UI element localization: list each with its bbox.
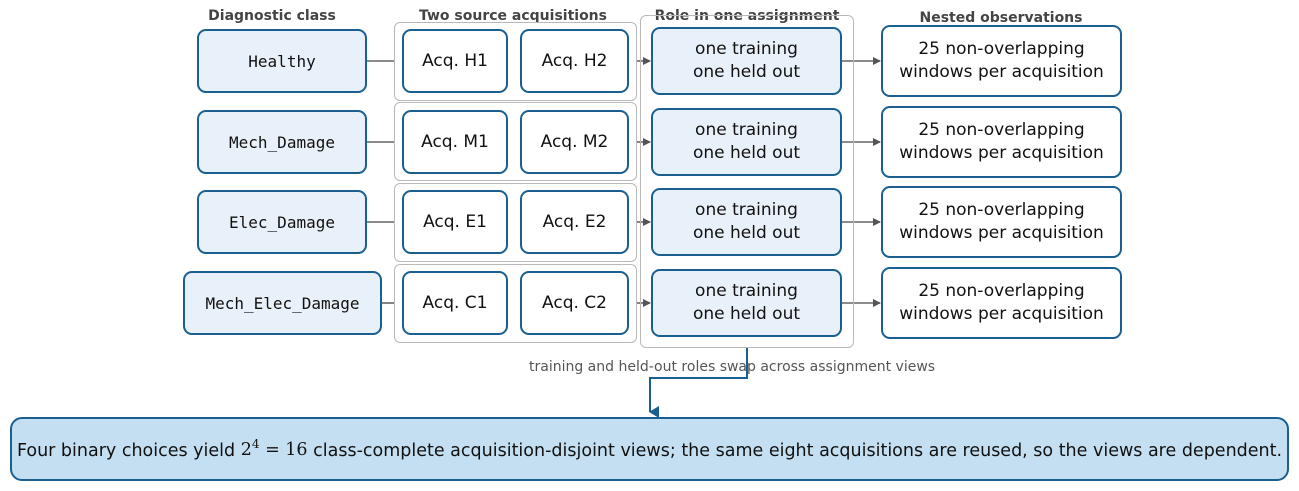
class-box-elec-damage: Elec_Damage (197, 190, 367, 254)
role-held-out-label: one held out (692, 62, 801, 82)
class-box-mech-damage: Mech_Damage (197, 110, 367, 174)
observations-count-label: 25 non-overlapping (918, 39, 1085, 59)
role-training-label: one training (695, 120, 798, 140)
acquisition-box-e1: Acq. E1 (402, 190, 508, 254)
acquisition-box-c1: Acq. C1 (402, 271, 508, 335)
role-training-label: one training (695, 281, 798, 301)
acquisition-group-frame-combined (394, 264, 637, 343)
role-box-elec-damage: one training one held out (651, 188, 842, 256)
acquisition-box-m2: Acq. M2 (520, 110, 629, 174)
role-box-healthy: one training one held out (651, 27, 842, 95)
role-held-out-label: one held out (692, 223, 801, 243)
acquisition-box-h2: Acq. H2 (520, 29, 629, 93)
observations-unit-label: windows per acquisition (899, 143, 1104, 163)
observations-count-label: 25 non-overlapping (918, 120, 1085, 140)
role-box-mech-elec-damage: one training one held out (651, 269, 842, 337)
acquisition-box-h1: Acq. H1 (402, 29, 508, 93)
role-training-label: one training (695, 200, 798, 220)
acquisition-box-c2: Acq. C2 (520, 271, 629, 335)
observations-box-mech-elec-damage: 25 non-overlapping windows per acquisiti… (881, 267, 1122, 339)
header-role-assignment: Role in one assignment (654, 8, 840, 24)
acquisition-box-e2: Acq. E2 (520, 190, 629, 254)
observations-box-elec-damage: 25 non-overlapping windows per acquisiti… (881, 186, 1122, 258)
summary-math: 24 = 16 (240, 437, 308, 461)
observations-count-label: 25 non-overlapping (918, 200, 1085, 220)
acquisition-group-frame-healthy (394, 22, 637, 101)
observations-unit-label: windows per acquisition (899, 304, 1104, 324)
role-training-label: one training (695, 39, 798, 59)
role-held-out-label: one held out (692, 304, 801, 324)
header-diagnostic-class: Diagnostic class (208, 8, 336, 24)
role-column-frame (640, 15, 854, 348)
header-nested-observations: Nested observations (919, 10, 1083, 26)
observations-count-label: 25 non-overlapping (918, 281, 1085, 301)
role-swap-caption: training and held-out roles swap across … (529, 359, 936, 375)
header-source-acquisitions: Two source acquisitions (418, 8, 607, 24)
class-box-mech-elec-damage: Mech_Elec_Damage (183, 271, 382, 335)
observations-box-mech-damage: 25 non-overlapping windows per acquisiti… (881, 106, 1122, 178)
summary-box: Four binary choices yield 24 = 16 class-… (10, 417, 1289, 481)
role-box-mech-damage: one training one held out (651, 108, 842, 176)
observations-box-healthy: 25 non-overlapping windows per acquisiti… (881, 25, 1122, 97)
acquisition-box-m1: Acq. M1 (402, 110, 508, 174)
observations-unit-label: windows per acquisition (899, 62, 1104, 82)
summary-text: Four binary choices yield 24 = 16 class-… (16, 437, 1283, 461)
acquisition-group-frame-elec (394, 183, 637, 262)
observations-unit-label: windows per acquisition (899, 223, 1104, 243)
acquisition-group-frame-mech (394, 102, 637, 181)
class-box-healthy: Healthy (197, 29, 367, 93)
role-held-out-label: one held out (692, 143, 801, 163)
